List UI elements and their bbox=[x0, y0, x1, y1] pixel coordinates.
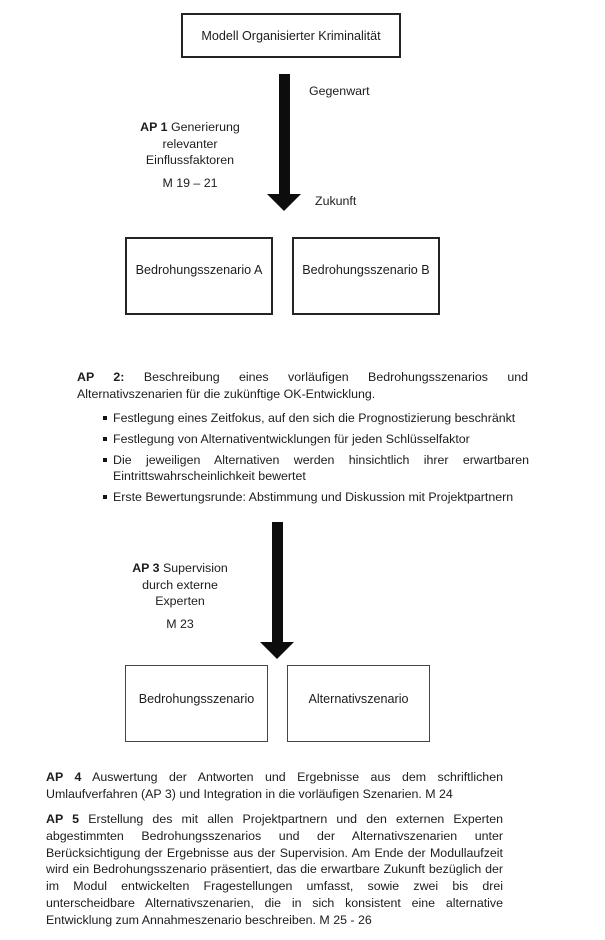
label-zukunft: Zukunft bbox=[315, 194, 357, 208]
scenario-box-threat: Bedrohungsszenario bbox=[125, 665, 268, 742]
scenario-box-b-label: Bedrohungsszenario B bbox=[302, 263, 430, 277]
ap1-line-2: relevanter bbox=[162, 136, 218, 151]
scenario-box-b: Bedrohungsszenario B bbox=[292, 237, 440, 315]
ap2-label-bold: AP 2: bbox=[77, 370, 125, 384]
bullet-item: Festlegung von Alternativentwicklungen f… bbox=[102, 431, 529, 448]
supervision-arrow-head-icon bbox=[260, 642, 294, 659]
bullet-square-icon bbox=[103, 416, 107, 420]
ap3-line-1: AP 3 Supervision bbox=[132, 561, 228, 575]
bullet-item: Festlegung eines Zeitfokus, auf den sich… bbox=[102, 410, 529, 427]
bullet-square-icon bbox=[103, 436, 107, 441]
bullet-item: Erste Bewertungsrunde: Abstimmung und Di… bbox=[102, 489, 529, 506]
scenario-box-a: Bedrohungsszenario A bbox=[125, 237, 273, 315]
ap4-paragraph: AP 4 Auswertung der Antworten und Ergebn… bbox=[46, 769, 503, 803]
scenario-box-threat-label: Bedrohungsszenario bbox=[138, 692, 255, 706]
ap4-text: Auswertung der Antworten und Ergebnisse … bbox=[46, 770, 503, 801]
bullet-list: Festlegung eines Zeitfokus, auf den sich… bbox=[102, 410, 529, 510]
ap1-line-1: AP 1 Generierung bbox=[140, 120, 240, 134]
bullet-text: Die jeweiligen Alternativen werden hinsi… bbox=[113, 452, 529, 484]
ap2-text: Beschreibung eines vorläufigen Bedrohung… bbox=[77, 370, 528, 401]
label-gegenwart: Gegenwart bbox=[309, 84, 370, 98]
ap3-milestone: M 23 bbox=[166, 616, 194, 631]
bullet-square-icon bbox=[103, 457, 107, 462]
ap3-line-2: durch externe bbox=[142, 577, 218, 592]
ap4-label-bold: AP 4 bbox=[46, 770, 82, 784]
bullet-square-icon bbox=[103, 495, 107, 500]
ap3-label-bold: AP 3 bbox=[132, 561, 160, 575]
model-box: Modell Organisierter Kriminalität bbox=[181, 13, 401, 58]
ap1-line-3: Einflussfaktoren bbox=[145, 153, 235, 168]
timeline-arrow-1-shaft bbox=[279, 74, 290, 194]
ap3-annotation: AP 3 Supervision durch externe Experten … bbox=[80, 560, 280, 632]
bullet-text: Festlegung eines Zeitfokus, auf den sich… bbox=[113, 411, 516, 425]
bullet-text: Erste Bewertungsrunde: Abstimmung und Di… bbox=[113, 490, 514, 505]
ap2-paragraph: AP 2: Beschreibung eines vorläufigen Bed… bbox=[77, 369, 528, 403]
scenario-box-alternative: Alternativszenario bbox=[287, 665, 430, 742]
ap1-label-bold: AP 1 bbox=[140, 120, 168, 134]
ap5-paragraph: AP 5 Erstellung des mit allen Projektpar… bbox=[46, 811, 503, 929]
scenario-box-a-label: Bedrohungsszenario A bbox=[135, 263, 263, 277]
scenario-box-alternative-label: Alternativszenario bbox=[308, 692, 409, 706]
supervision-arrow-shaft bbox=[272, 522, 283, 642]
timeline-arrow-1-head-icon bbox=[267, 194, 301, 211]
ap5-label-bold: AP 5 bbox=[46, 812, 80, 826]
ap5-text: Erstellung des mit allen Projektpartnern… bbox=[46, 812, 503, 927]
bullet-text: Festlegung von Alternativentwicklungen f… bbox=[113, 431, 470, 446]
ap1-annotation: AP 1 Generierung relevanter Einflussfakt… bbox=[90, 119, 290, 191]
bullet-item: Die jeweiligen Alternativen werden hinsi… bbox=[102, 452, 529, 486]
model-box-label: Modell Organisierter Kriminalität bbox=[201, 28, 381, 43]
ap3-line-3: Experten bbox=[155, 594, 205, 609]
ap1-milestone: M 19 – 21 bbox=[162, 175, 218, 190]
